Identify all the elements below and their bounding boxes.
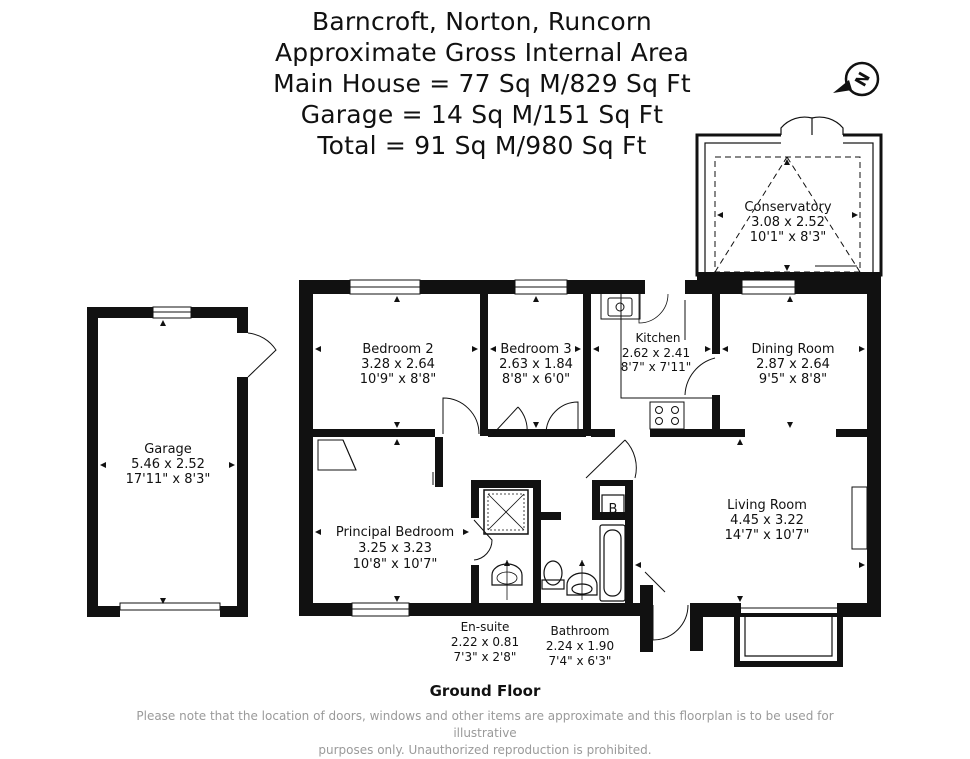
garage-area: Garage = 14 Sq M/151 Sq Ft [300, 100, 664, 129]
compass-icon: N [833, 61, 880, 97]
compass-letter: N [851, 69, 874, 90]
room-bedroom2: Bedroom 2 3.28 x 2.64 10'9" x 8'8" [360, 342, 436, 387]
dimension-markers [100, 159, 865, 604]
area-caption: Approximate Gross Internal Area [274, 38, 690, 67]
top-windows [349, 279, 796, 617]
bathroom-imperial: 7'4" x 6'3" [549, 654, 612, 668]
garage-name: Garage [144, 442, 192, 457]
kitchen-metric: 2.62 x 2.41 [622, 346, 690, 360]
fireplace [851, 486, 868, 550]
conservatory-metric: 3.08 x 2.52 [751, 215, 825, 230]
principal-name: Principal Bedroom [336, 525, 454, 540]
bathroom-fittings [541, 524, 626, 602]
bedroom3-imperial: 8'8" x 6'0" [502, 372, 570, 387]
dining-metric: 2.87 x 2.64 [756, 357, 830, 372]
disclaimer-line1: Please note that the location of doors, … [136, 709, 834, 740]
shower-tray [483, 489, 529, 535]
room-ensuite: En-suite 2.22 x 0.81 7'3" x 2'8" [451, 620, 519, 664]
bedroom2-name: Bedroom 2 [362, 342, 433, 357]
principal-imperial: 10'8" x 10'7" [353, 557, 438, 572]
main-house-area: Main House = 77 Sq M/829 Sq Ft [273, 69, 691, 98]
garage-imperial: 17'11" x 8'3" [126, 472, 211, 487]
kitchen-units [600, 294, 712, 430]
bathroom-name: Bathroom [551, 624, 610, 638]
living-metric: 4.45 x 3.22 [730, 513, 804, 528]
ensuite-name: En-suite [461, 620, 510, 634]
ensuite-imperial: 7'3" x 2'8" [454, 650, 517, 664]
conservatory-door [780, 116, 813, 135]
interior-walls [313, 294, 881, 605]
wardrobe [317, 439, 357, 471]
room-living: Living Room 4.45 x 3.22 14'7" x 10'7" [725, 498, 810, 543]
ensuite-metric: 2.22 x 0.81 [451, 635, 519, 649]
room-kitchen: Kitchen 2.62 x 2.41 8'7" x 7'11" [621, 331, 692, 374]
property-address: Barncroft, Norton, Runcorn [312, 7, 652, 36]
disclaimer-line2: purposes only. Unauthorized reproduction… [318, 743, 652, 757]
plan-header: Barncroft, Norton, Runcorn Approximate G… [0, 6, 970, 161]
garage-metric: 5.46 x 2.52 [131, 457, 205, 472]
total-area: Total = 91 Sq M/980 Sq Ft [317, 131, 647, 160]
room-principal: Principal Bedroom 3.25 x 3.23 10'8" x 10… [336, 525, 454, 572]
dining-imperial: 9'5" x 8'8" [759, 372, 827, 387]
conservatory-name: Conservatory [744, 200, 831, 215]
bedroom2-imperial: 10'9" x 8'8" [360, 372, 436, 387]
boiler-label: B [609, 502, 618, 517]
door-swings [432, 293, 716, 641]
conservatory-walls [695, 116, 883, 277]
bedroom3-metric: 2.63 x 1.84 [499, 357, 573, 372]
living-imperial: 14'7" x 10'7" [725, 528, 810, 543]
bedroom2-metric: 3.28 x 2.64 [361, 357, 435, 372]
principal-metric: 3.25 x 3.23 [358, 541, 432, 556]
disclaimer: Please note that the location of doors, … [110, 708, 860, 759]
living-name: Living Room [727, 498, 807, 513]
kitchen-imperial: 8'7" x 7'11" [621, 360, 692, 374]
garage-side-door [247, 332, 277, 378]
room-bedroom3: Bedroom 3 2.63 x 1.84 8'8" x 6'0" [499, 342, 573, 387]
bathroom-metric: 2.24 x 1.90 [546, 639, 614, 653]
room-garage: Garage 5.46 x 2.52 17'11" x 8'3" [126, 442, 211, 487]
boiler-cupboard [601, 494, 625, 520]
room-bathroom: Bathroom 2.24 x 1.90 7'4" x 6'3" [546, 624, 614, 668]
room-dining: Dining Room 2.87 x 2.64 9'5" x 8'8" [751, 342, 834, 387]
bay-window [734, 603, 843, 667]
dining-name: Dining Room [751, 342, 834, 357]
room-conservatory: Conservatory 3.08 x 2.52 10'1" x 8'3" [744, 200, 831, 245]
kitchen-name: Kitchen [635, 331, 680, 345]
bedroom3-name: Bedroom 3 [500, 342, 571, 357]
conservatory-imperial: 10'1" x 8'3" [750, 230, 826, 245]
floor-label: Ground Floor [429, 682, 541, 700]
